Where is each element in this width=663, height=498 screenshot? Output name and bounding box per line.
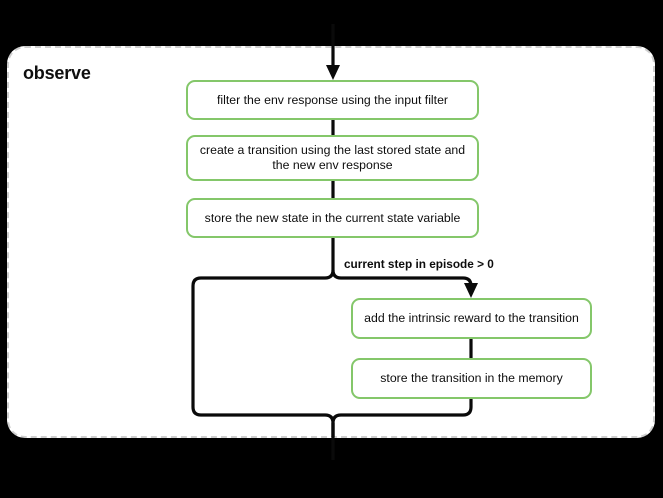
subgraph-title-observe: observe [23, 63, 91, 83]
node-filter-label: filter the env response using the input … [216, 92, 449, 107]
node-store-transition-label: store the transition in the memory [380, 371, 563, 385]
node-add-intrinsic-reward[interactable]: add the intrinsic reward to the transiti… [351, 298, 592, 339]
node-store-state-label: store the new state in the current state… [204, 210, 461, 225]
node-store-new-state[interactable]: store the new state in the current state… [186, 198, 479, 238]
node-store-transition-memory[interactable]: store the transition in the memory [351, 358, 592, 399]
node-intrinsic-label: add the intrinsic reward to the transiti… [364, 311, 579, 325]
node-create-transition[interactable]: create a transition using the last store… [186, 135, 479, 181]
node-create-label: create a transition using the last store… [199, 143, 466, 172]
node-filter-env-response[interactable]: filter the env response using the input … [186, 80, 479, 120]
edge-label-current-step-condition: current step in episode > 0 [344, 257, 494, 271]
